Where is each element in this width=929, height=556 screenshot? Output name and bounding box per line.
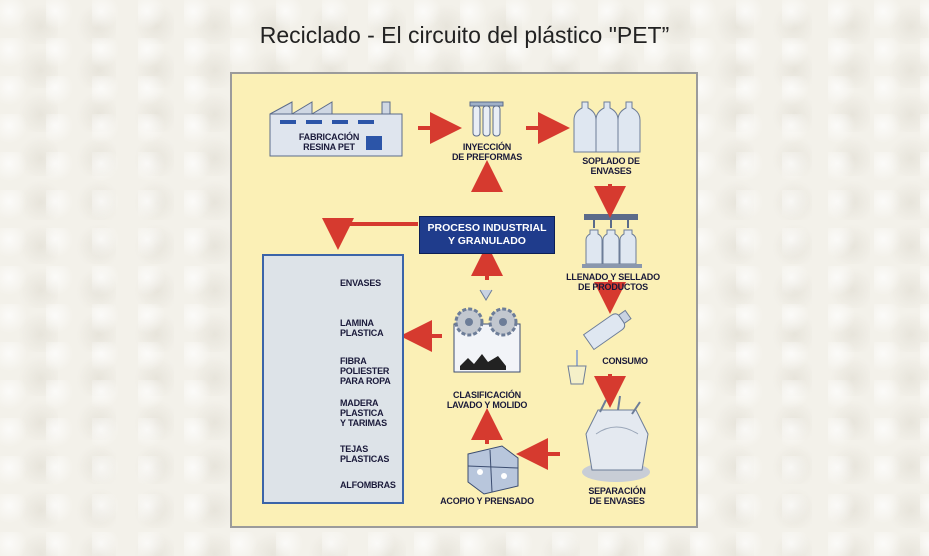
consumption-icon [567, 309, 632, 385]
return-arrow [322, 218, 418, 250]
recycled-products-box [262, 254, 404, 504]
label-injection: INYECCIÓN DE PREFORMAS [451, 142, 523, 162]
separation-bag-icon [582, 395, 650, 482]
product-label-bottles: ENVASES [340, 278, 381, 288]
label-consumption: CONSUMO [602, 356, 648, 366]
label-collection: ACOPIO Y PRENSADO [440, 496, 534, 506]
label-classification: CLASIFICACIÓN LAVADO Y MOLIDO [446, 390, 528, 410]
label-filling: LLENADO Y SELLADO DE PRODUCTOS [566, 272, 660, 292]
label-separation: SEPARACIÓN DE ENVASES [588, 486, 646, 506]
label-blowing: SOPLADO DE ENVASES [582, 156, 640, 176]
label-fabrication: FABRICACIÓN RESINA PET [298, 132, 360, 152]
industrial-process-box: PROCESO INDUSTRIAL Y GRANULADO [419, 216, 555, 254]
blown-bottles-icon [573, 101, 641, 153]
product-label-carpets: ALFOMBRAS [340, 480, 396, 490]
pet-cycle-panel: FABRICACIÓN RESINA PET INYECCIÓN DE PREF… [230, 72, 698, 528]
bale-icon [467, 445, 519, 495]
diagram-title: Reciclado - El circuito del plástico "PE… [259, 22, 670, 48]
product-label-wood: MADERA PLASTICA Y TARIMAS [340, 398, 387, 428]
product-label-tiles: TEJAS PLASTICAS [340, 444, 390, 464]
grinder-icon [453, 289, 521, 373]
flow-arrows [400, 112, 626, 470]
filling-machine-icon [582, 214, 642, 268]
product-label-fiber: FIBRA POLIESTER PARA ROPA [340, 356, 391, 386]
preform-tubes-icon [469, 101, 504, 137]
product-label-sheet: LAMINA PLASTICA [340, 318, 384, 338]
factory-icon [269, 101, 403, 157]
